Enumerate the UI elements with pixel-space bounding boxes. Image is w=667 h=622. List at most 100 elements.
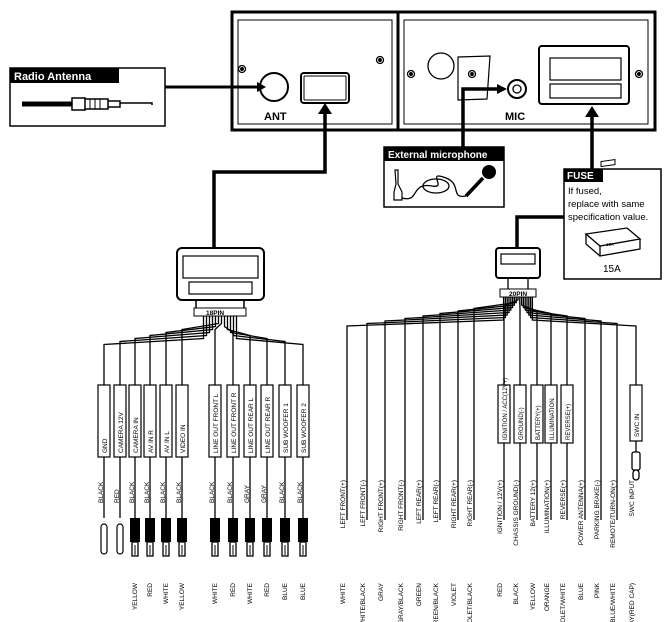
pin18-plug-color: WHITE — [247, 582, 254, 604]
fuse-line-3: specification value. — [568, 212, 648, 223]
pin20-box-label: GROUND(-) — [519, 407, 525, 440]
pin20-wire — [522, 297, 552, 385]
pin18-function-label: LINE OUT FRONT R — [231, 392, 238, 453]
pin18-function-label: AV IN R — [148, 430, 155, 453]
pin20-wire-color: GRAY(RED CAP) — [629, 583, 636, 622]
swc-cap-tip — [632, 469, 640, 481]
pin18-wire-color: BLACK — [297, 481, 304, 503]
pin18-function-label: SUB WOOFER 2 — [301, 403, 308, 453]
unit-large-hole — [427, 52, 455, 80]
pin20-function-label: SWC INPUT — [629, 480, 636, 517]
pin20-wire-color: GREEN — [416, 583, 423, 606]
pin20-function-label: RIGHT FRONT(-) — [398, 480, 405, 531]
pin20-wire-color: WHITE — [340, 582, 347, 604]
pin20-wire-color: YELLOW — [530, 582, 537, 610]
pin20-function-label: LEFT FRONT(-) — [360, 480, 367, 526]
pin18-wire-color: BLACK — [160, 481, 167, 503]
pin20-function-label: BATTERY 12(+) — [530, 480, 537, 526]
pin18-wire — [181, 316, 220, 385]
pin20-wire-color: GRAY/BLACK — [398, 582, 405, 622]
pin18-plug-color: BLUE — [282, 582, 289, 600]
pin18-wire — [134, 316, 211, 385]
pin18-function-label: CAMERA IN — [133, 417, 140, 453]
bare-wire-end — [100, 523, 108, 555]
rca-plug — [210, 518, 220, 542]
head-unit-left-panel — [230, 10, 400, 132]
pin18-wire — [103, 316, 205, 385]
pin20-wire-color: GRAY — [378, 582, 385, 601]
pin18-function-label: LINE OUT REAR R — [265, 396, 272, 453]
pin18-function-label: GND — [102, 438, 109, 453]
antenna-title: Radio Antenna — [14, 71, 92, 83]
pin18-wire-color: BLACK — [129, 481, 136, 503]
pin18-plug-color: WHITE — [212, 582, 219, 604]
pin20-function-label: LEFT REAR(-) — [433, 480, 440, 522]
pin20-wire — [346, 297, 505, 520]
pin20-label: 20PIN — [509, 291, 527, 298]
pin18-wire — [232, 316, 286, 385]
pin20-wire-color: WHITE/BLACK — [360, 582, 367, 622]
screws — [237, 55, 644, 79]
pin20-wire-color: PINK — [594, 582, 601, 598]
pin20-function-label: LEFT REAR(+) — [416, 480, 423, 524]
rca-plug — [298, 518, 308, 542]
rca-plug — [177, 518, 187, 542]
pin20-box-label: IGNITION / ACC(12V+) — [503, 378, 509, 440]
pin18-wire — [165, 316, 217, 385]
pin20-wire-color: BLACK — [513, 582, 520, 604]
pin18-plug-color: YELLOW — [132, 582, 139, 610]
pin18-wire-color: BLACK — [279, 481, 286, 503]
mic-socket — [507, 79, 527, 99]
head-unit-right-face — [403, 19, 649, 125]
pin18-wire — [223, 316, 234, 385]
unit-20pin-socket — [538, 45, 630, 105]
connector-20pin-body — [495, 247, 541, 279]
pin20-wire — [524, 297, 568, 385]
pin20-wire — [528, 297, 602, 520]
rca-plug — [280, 518, 290, 542]
pin18-wire-color: GRAY — [244, 484, 251, 503]
pin20-wire-color: VIOLET/BLACK — [467, 582, 474, 622]
rca-plug — [145, 518, 155, 542]
pin20-function-label: REMOTE/TURN-ON(+) — [610, 480, 617, 548]
swc-box-label: SWC IN — [634, 413, 641, 437]
pin18-function-label: SUB WOOFER 1 — [283, 403, 290, 453]
pin20-wire — [503, 297, 519, 385]
rca-plug — [161, 518, 171, 542]
pin18-wire — [149, 316, 214, 385]
pin18-plug-color: RED — [230, 583, 237, 597]
pin20-function-label: LEFT FRONT(+) — [340, 480, 347, 528]
pin20-box-label: ILLUMINATION — [550, 398, 556, 440]
pin18-harness: GND BLACK CAMERA 12V RED CAMERA IN BLACK YELLO… — [97, 316, 310, 610]
pin18-function-label: CAMERA 12V — [118, 412, 125, 453]
pin18-plug-color: YELLOW — [179, 582, 186, 610]
pin20-wire-color: ORANGE — [544, 582, 551, 611]
microphone-title: External microphone — [388, 150, 488, 161]
rca-plug — [228, 518, 238, 542]
fuse-line-2: replace with same — [568, 199, 645, 210]
pin18-wire — [235, 316, 304, 385]
pin20-function-label: POWER ANTENNA(+) — [578, 480, 585, 545]
pin20-wire-color: BLUE — [578, 582, 585, 600]
pin18-function-label: AV IN L — [164, 431, 171, 453]
pin20-wire — [366, 297, 507, 520]
pin18-label: 18PIN — [206, 310, 224, 317]
pin18-wire — [226, 316, 251, 385]
pin18-plug-color: WHITE — [163, 582, 170, 604]
pin20-function-label: CHASSIS GROUND(-) — [513, 480, 520, 546]
pin18-wire-color: BLACK — [98, 481, 105, 503]
pin20-wire-color: VIOLET — [451, 583, 458, 606]
pin18-wire-color: RED — [114, 489, 121, 503]
pin20-function-label: PARKING BRAKE(-) — [594, 480, 601, 539]
fuse-rating: 15A — [603, 264, 621, 275]
fuse-title: FUSE — [567, 171, 594, 182]
pin18-plug-color: RED — [264, 583, 271, 597]
pin18-wire-color: GRAY — [261, 484, 268, 503]
pin20-function-label: IGNITION / 12V(+) — [497, 480, 504, 534]
pin20-harness: LEFT FRONT(+) WHITE LEFT FRONT(-) WHITE/BLA… — [340, 297, 643, 622]
pin20-function-label: RIGHT REAR(-) — [467, 480, 474, 526]
pin20-wire — [529, 297, 618, 520]
pin18-wire-color: BLACK — [176, 481, 183, 503]
pin20-function-label: RIGHT FRONT(+) — [378, 480, 385, 532]
